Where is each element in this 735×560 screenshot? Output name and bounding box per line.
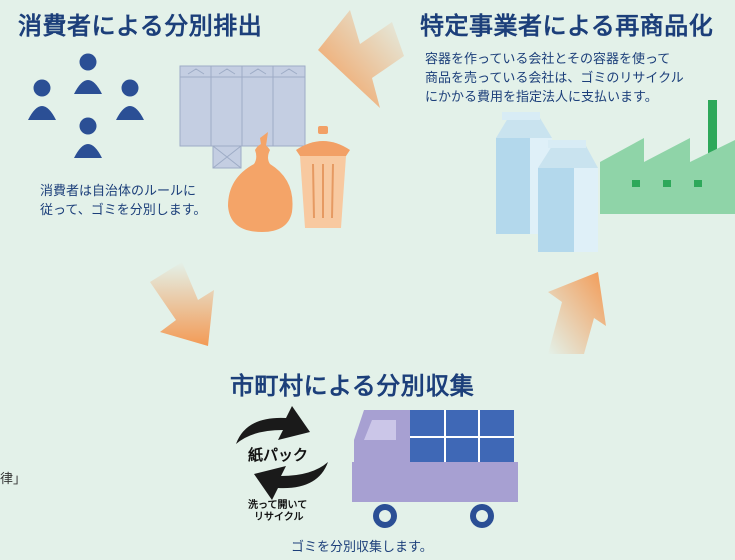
mark-sub-label-line-2: リサイクル — [254, 512, 304, 523]
clipped-edge-text: 律」 — [0, 472, 27, 487]
business-description-line-3: にかかる費用を指定法人に支払います。 — [425, 90, 658, 105]
consumer-section-title: 消費者による分別排出 — [18, 12, 263, 40]
people-icon — [28, 53, 144, 158]
truck-icon — [352, 410, 518, 528]
municipality-caption: ゴミを分別収集します。 — [291, 540, 433, 555]
arrow-municipality-to-business — [548, 272, 606, 354]
arrow-consumer-to-municipality — [150, 262, 214, 346]
arrow-business-to-consumer — [318, 10, 404, 108]
consumer-description-line-1: 消費者は自治体のルールに — [40, 184, 197, 199]
trash-bag-icon — [228, 132, 293, 232]
business-section-title: 特定事業者による再商品化 — [420, 12, 714, 40]
factory-icon — [600, 100, 735, 214]
mark-main-label: 紙パック — [248, 446, 309, 464]
consumer-description-line-2: 従って、ゴミを分別します。 — [40, 203, 207, 218]
mark-sub-label-line-1: 洗って開いて — [248, 500, 308, 511]
flattened-cartons-icon — [179, 65, 306, 169]
business-description-line-1: 容器を作っている会社とその容器を使って — [425, 52, 671, 67]
trash-can-icon — [296, 126, 350, 228]
municipality-section-title: 市町村による分別収集 — [230, 372, 475, 400]
paper-pack-mark-icon — [236, 406, 328, 500]
milk-carton-icon — [538, 140, 598, 252]
business-description-line-2: 商品を売っている会社は、ゴミのリサイクル — [425, 71, 684, 86]
